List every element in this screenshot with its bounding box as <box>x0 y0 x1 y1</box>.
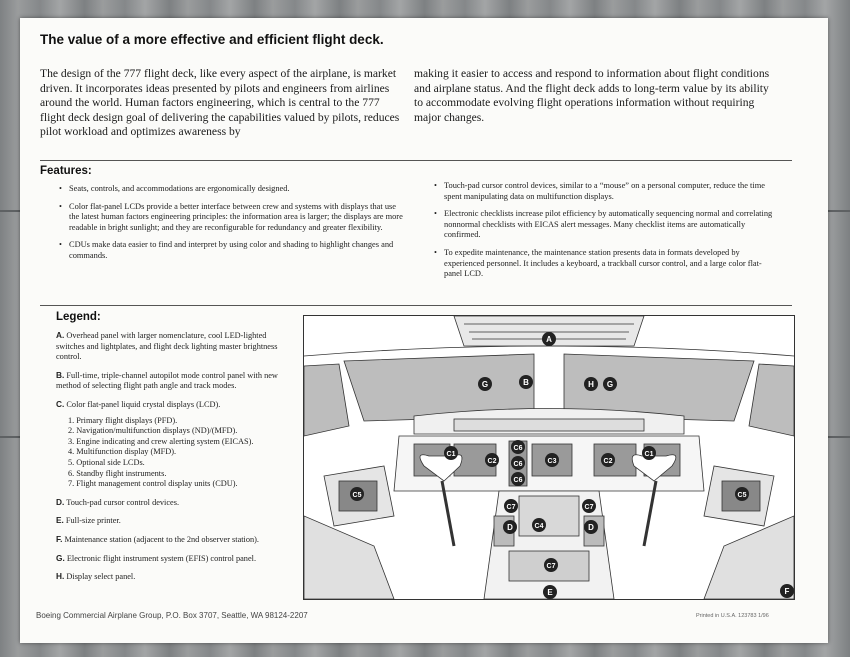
callout-b: B <box>519 375 533 389</box>
svg-text:C3: C3 <box>548 458 557 465</box>
legend-item-c: C. Color flat-panel liquid crystal displ… <box>56 399 281 490</box>
callout-d-right: D <box>584 520 598 534</box>
svg-text:C2: C2 <box>604 458 613 465</box>
feature-item: Touch-pad cursor control devices, simila… <box>434 181 774 202</box>
svg-text:C6: C6 <box>514 445 523 452</box>
callout-g-right: G <box>603 377 617 391</box>
svg-text:D: D <box>507 523 513 532</box>
legend-heading: Legend: <box>56 311 101 323</box>
callout-c4: C4 <box>532 518 546 532</box>
svg-text:C1: C1 <box>645 451 654 458</box>
legend-item-f: F. Maintenance station (adjacent to the … <box>56 533 259 544</box>
legend-item-b: B. Full-time, triple-channel autopilot m… <box>56 369 278 391</box>
svg-text:C7: C7 <box>507 504 516 511</box>
svg-text:E: E <box>547 588 553 597</box>
intro-left: The design of the 777 flight deck, like … <box>40 67 400 139</box>
feature-item: Electronic checklists increase pilot eff… <box>434 209 774 241</box>
callout-d-left: D <box>503 520 517 534</box>
svg-text:C6: C6 <box>514 461 523 468</box>
callout-e: E <box>543 585 557 599</box>
callout-c6: C6 <box>511 440 525 454</box>
svg-text:G: G <box>607 380 613 389</box>
legend-list: A. Overhead panel with larger nomenclatu… <box>56 330 281 590</box>
features-right-list: Touch-pad cursor control devices, simila… <box>434 181 774 287</box>
callout-c6c: C6 <box>511 472 525 486</box>
callout-c1-right: C1 <box>642 446 656 460</box>
callout-c1-left: C1 <box>444 446 458 460</box>
svg-text:A: A <box>546 335 552 344</box>
svg-text:G: G <box>482 380 488 389</box>
callout-h: H <box>584 377 598 391</box>
features-heading: Features: <box>40 165 92 177</box>
svg-text:F: F <box>785 587 790 596</box>
svg-text:C5: C5 <box>738 492 747 499</box>
svg-text:C4: C4 <box>535 523 544 530</box>
cockpit-drawing: A B G H G C1 C2 C6 C6 C6 C3 C2 C1 C5 C5 … <box>304 316 794 599</box>
legend-item-e: E. Full-size printer. <box>56 515 121 526</box>
svg-text:B: B <box>523 378 529 387</box>
feature-item: Color flat-panel LCDs provide a better i… <box>59 202 404 234</box>
legend-item-h: H. Display select panel. <box>56 571 136 582</box>
svg-text:H: H <box>588 380 594 389</box>
callout-g-left: G <box>478 377 492 391</box>
svg-text:C5: C5 <box>353 492 362 499</box>
legend-item-g: G. Electronic flight instrument system (… <box>56 552 257 563</box>
print-code: Printed in U.S.A. 123783 1/96 <box>696 613 769 619</box>
divider <box>40 305 792 306</box>
legend-c-subitems: 1. Primary flight displays (PFD). 2. Nav… <box>68 415 254 489</box>
feature-item: CDUs make data easier to find and interp… <box>59 240 404 261</box>
callout-c7-right: C7 <box>582 499 596 513</box>
page-title: The value of a more effective and effici… <box>40 32 384 47</box>
svg-text:C6: C6 <box>514 477 523 484</box>
svg-text:C7: C7 <box>547 563 556 570</box>
callout-c5-left: C5 <box>350 487 364 501</box>
feature-item: To expedite maintenance, the maintenance… <box>434 248 774 280</box>
feature-item: Seats, controls, and accommodations are … <box>59 184 404 195</box>
callout-a: A <box>542 332 556 346</box>
callout-c2-right: C2 <box>601 453 615 467</box>
callout-c2-left: C2 <box>485 453 499 467</box>
callout-c7-left: C7 <box>504 499 518 513</box>
callout-f: F <box>780 584 794 598</box>
publisher-address: Boeing Commercial Airplane Group, P.O. B… <box>36 611 308 620</box>
svg-text:D: D <box>588 523 594 532</box>
svg-text:C7: C7 <box>585 504 594 511</box>
flight-deck-illustration: A B G H G C1 C2 C6 C6 C6 C3 C2 C1 C5 C5 … <box>303 315 795 600</box>
svg-text:C1: C1 <box>447 451 456 458</box>
callout-c6b: C6 <box>511 456 525 470</box>
callout-bubbles: A B G H G C1 C2 C6 C6 C6 C3 C2 C1 C5 C5 … <box>350 332 794 599</box>
divider <box>40 160 792 161</box>
callout-c3: C3 <box>545 453 559 467</box>
features-left-list: Seats, controls, and accommodations are … <box>59 184 404 269</box>
callout-c7-bottom: C7 <box>544 558 558 572</box>
legend-item-a: A. Overhead panel with larger nomenclatu… <box>56 330 278 362</box>
callout-c5-right: C5 <box>735 487 749 501</box>
svg-text:C2: C2 <box>488 458 497 465</box>
legend-item-d: D. Touch-pad cursor control devices. <box>56 496 180 507</box>
intro-right: making it easier to access and respond t… <box>414 67 770 124</box>
